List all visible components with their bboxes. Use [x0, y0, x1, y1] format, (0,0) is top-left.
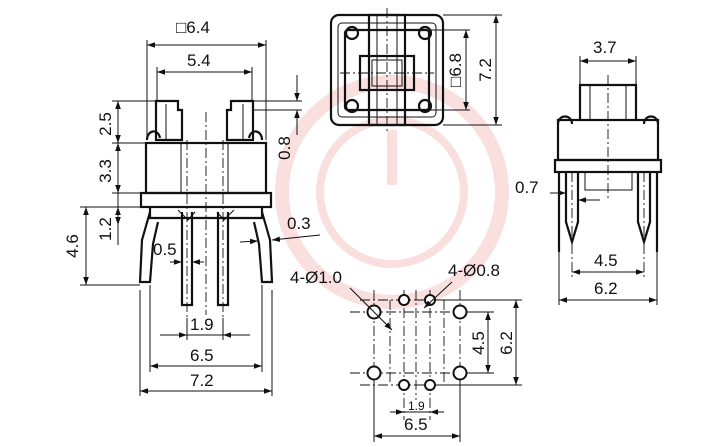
end-pin-span: 4.5 — [594, 251, 618, 270]
pcb-large-holes-label: 4-Ø1.0 — [290, 268, 342, 287]
side-lead-thickness: 0.3 — [287, 214, 311, 233]
pcb-large-hole — [452, 304, 468, 320]
end-view: 3.7 0.7 4.5 6.2 — [515, 38, 663, 305]
side-view: □6.4 5.4 — [63, 18, 321, 396]
pcb-vertical-outer: 6.2 — [497, 331, 516, 355]
pcb-small-hole — [398, 379, 410, 391]
side-total-height: 4.6 — [63, 234, 82, 258]
pcb-horizontal-pitch: 1.9 — [408, 399, 425, 413]
pcb-small-hole — [398, 294, 410, 306]
pcb-small-hole — [424, 379, 436, 391]
pcb-large-hole — [366, 365, 382, 381]
pcb-horizontal-span: 6.5 — [404, 415, 428, 434]
side-body-height: 3.3 — [96, 159, 115, 183]
top-view: □6.8 7.2 — [329, 8, 502, 133]
side-overall-width: 7.2 — [190, 371, 214, 390]
pcb-vertical-inner: 4.5 — [469, 331, 488, 355]
side-base-height: 1.2 — [96, 217, 115, 241]
side-pin-pitch: 1.9 — [190, 315, 214, 334]
end-cap-width: 3.7 — [593, 38, 617, 57]
watermark-logo — [275, 75, 509, 309]
pcb-large-hole — [452, 365, 468, 381]
side-pin-span: 6.5 — [190, 346, 214, 365]
pcb-layout: 4-Ø1.0 4-Ø0.8 4.5 6.2 1.9 6.5 — [290, 261, 522, 442]
top-outer-size: 7.2 — [476, 58, 495, 82]
top-inner-square: □6.8 — [446, 53, 465, 87]
side-pin-thickness: 0.5 — [153, 240, 177, 259]
side-square-size: □6.4 — [176, 18, 210, 37]
end-overall-width: 6.2 — [594, 279, 618, 298]
end-standoff: 0.7 — [515, 178, 539, 197]
pcb-small-holes-label: 4-Ø0.8 — [448, 261, 500, 280]
side-top-height: 2.5 — [96, 112, 115, 136]
pcb-small-hole — [424, 294, 436, 306]
side-gap-height: 0.8 — [275, 136, 294, 160]
side-inner-width: 5.4 — [187, 51, 211, 70]
